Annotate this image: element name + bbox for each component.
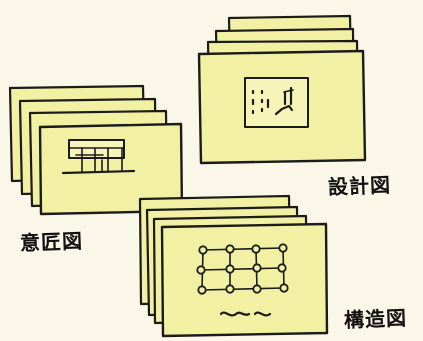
design-drawings-stack — [197, 14, 367, 165]
building-elevation-sketch — [61, 139, 136, 175]
design-intent-stack — [8, 84, 184, 216]
structural-drawings-label: 構造図 — [343, 305, 408, 333]
design-intent-label: 意匠図 — [19, 228, 84, 256]
plan-drawing-sketch — [244, 77, 309, 128]
structural-grid-sketch — [196, 243, 289, 317]
sheet-front — [160, 222, 329, 338]
structural-stack — [138, 194, 329, 338]
design-drawings-label: 設計図 — [327, 172, 392, 200]
